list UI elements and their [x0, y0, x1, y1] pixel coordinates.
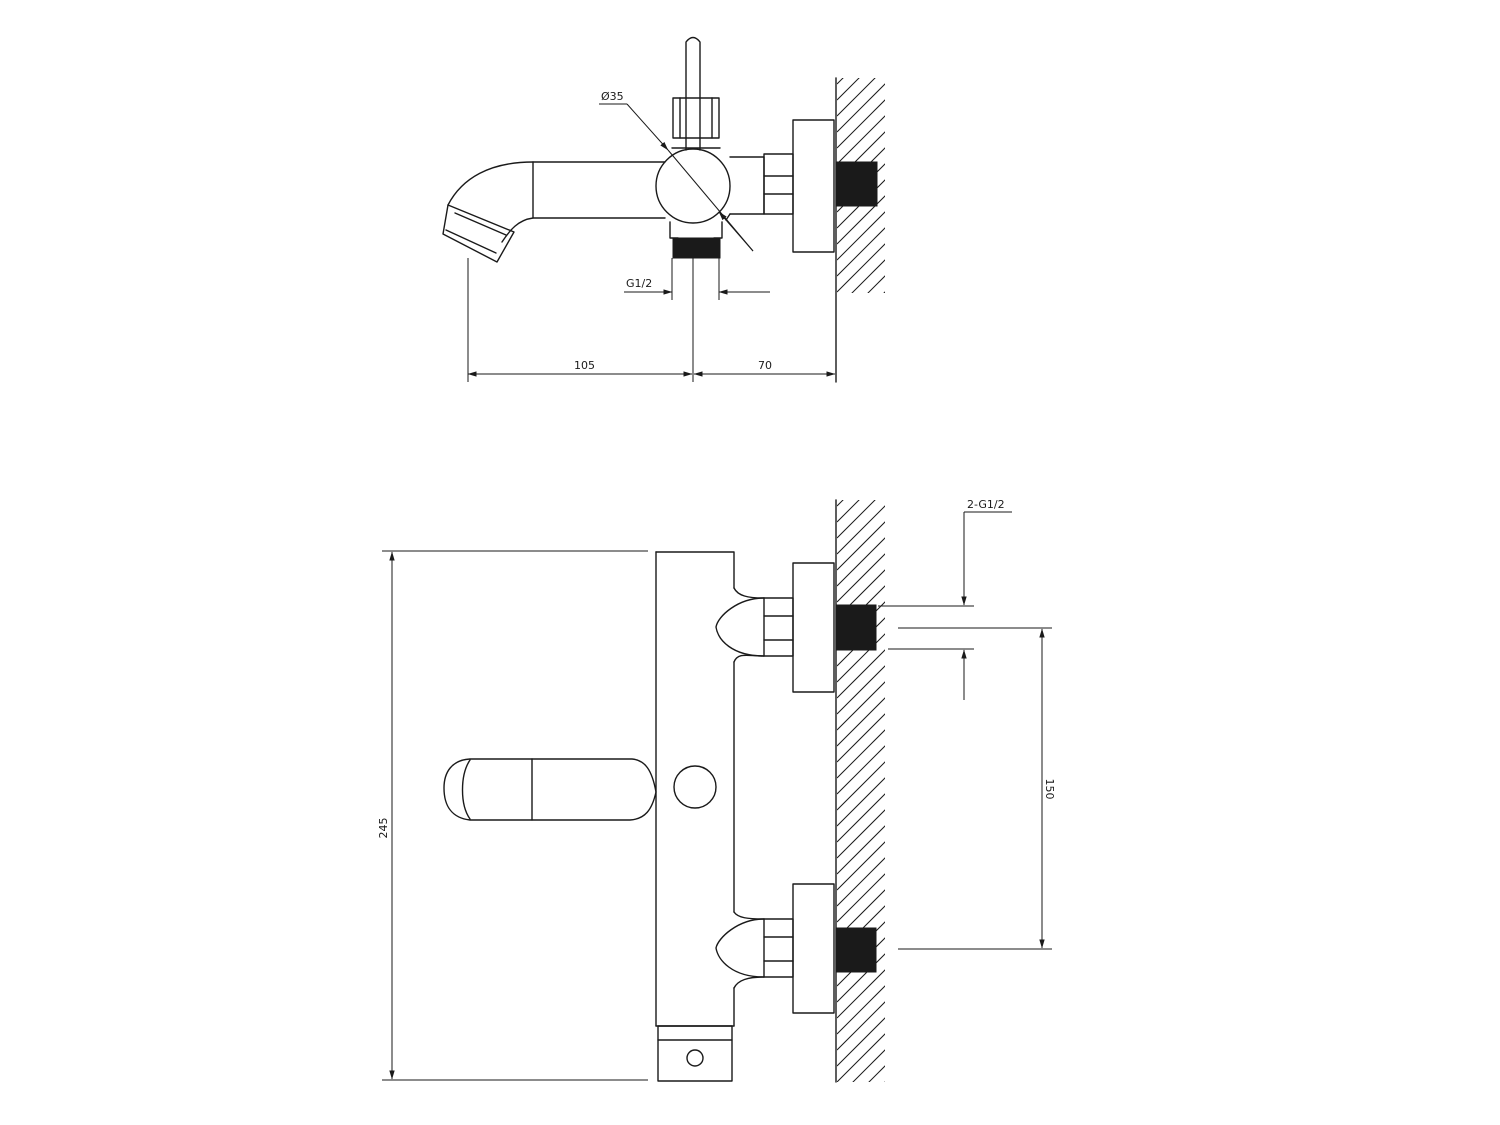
wall-hatch-line — [837, 665, 885, 715]
wall-flange-lower — [763, 883, 835, 1014]
wall-hatch-line — [837, 729, 885, 779]
wall-hatch-line — [837, 969, 885, 1019]
wall-hatch-line — [837, 505, 885, 555]
wall-hatch-line — [837, 713, 885, 763]
wall-hatch-line — [837, 521, 885, 571]
outlet-thread-top — [669, 221, 723, 259]
wall-thread-top — [836, 161, 878, 207]
wall-hatch-line — [837, 78, 876, 117]
wall-hatch-line — [867, 275, 885, 293]
wall-flange-upper — [763, 562, 835, 693]
wall-hatch-line — [837, 777, 885, 827]
wall-hatch-line — [837, 649, 885, 699]
eccentric-arm-lower — [715, 911, 765, 989]
bottom-cap — [657, 1025, 733, 1082]
wall-front-view — [835, 440, 887, 1125]
wall-hatch-line — [837, 1112, 887, 1125]
wall-thread-upper — [836, 604, 877, 651]
wall-hatch-line — [837, 1033, 885, 1082]
inlet-spacing-label: 150 — [1043, 779, 1056, 800]
wall-offset-label: 70 — [758, 359, 772, 372]
wall-hatch-line — [837, 115, 885, 165]
wall-hatch-line — [837, 697, 885, 747]
spout-length-label: 105 — [574, 359, 595, 372]
thread-dimension: G1/2 — [624, 258, 770, 300]
wall-hatch-line — [837, 633, 885, 683]
wall-hatch-line — [837, 78, 844, 85]
wall-hatch-line — [837, 78, 860, 101]
front-view: 245 150 2-G1/2 — [377, 440, 1056, 1125]
thread-label: G1/2 — [626, 277, 652, 290]
wall-hatch-line — [837, 83, 885, 133]
lever-handle-top — [671, 36, 721, 151]
diameter-dimension: Ø35 — [599, 90, 754, 252]
wall-hatch-line — [837, 1017, 885, 1067]
wall-hatch-line — [837, 500, 860, 523]
wall-hatch-line — [852, 1049, 885, 1082]
height-dimension: 245 — [377, 550, 648, 1081]
wall-hatch-line — [837, 322, 887, 372]
wall-flange-top — [792, 119, 835, 253]
mixer-body-front — [655, 551, 735, 1027]
wall-hatch-line — [837, 825, 885, 875]
inlet-thread-label: 2-G1/2 — [967, 498, 1005, 511]
wall-hatch-line — [837, 306, 887, 356]
wall-hatch-line — [884, 1081, 885, 1082]
inlet-spacing-dimension: 150 — [898, 627, 1056, 950]
wall-hatch-line — [883, 291, 885, 293]
inlet-thread-dimension: 2-G1/2 — [878, 498, 1012, 700]
wall-hatch-line — [837, 227, 885, 277]
wall-thread-lower — [836, 927, 877, 973]
control-knob[interactable] — [673, 765, 717, 809]
eccentric-arm-upper — [715, 587, 765, 663]
wall-hatch-line — [837, 440, 887, 490]
connector-nut-top — [763, 153, 794, 215]
wall-hatch-line — [837, 841, 885, 891]
wall-hatch-line — [837, 809, 885, 859]
wall-hatch-line — [837, 857, 885, 907]
wall-hatch-line — [837, 985, 885, 1035]
wall-hatch-line — [837, 99, 885, 149]
wall-hatch-line — [851, 259, 885, 293]
diameter-label: Ø35 — [601, 90, 624, 103]
wall-hatch-line — [837, 761, 885, 811]
height-label: 245 — [377, 818, 390, 839]
wall-hatch-line — [837, 681, 885, 731]
wall-hatch-line — [837, 873, 885, 923]
wall-hatch-line — [837, 953, 885, 1003]
body-arm-top — [725, 156, 765, 221]
wall-hatch-line — [837, 793, 885, 843]
top-view: Ø35 G1/2 105 70 — [442, 18, 887, 388]
wall-hatch-line — [837, 338, 887, 388]
length-dimensions: 105 70 — [467, 258, 836, 382]
wall-hatch-line — [868, 1065, 885, 1082]
spout-top — [442, 161, 666, 263]
mixer-body-top — [655, 148, 731, 224]
spout-front — [443, 758, 657, 821]
wall-hatch-line — [837, 211, 885, 261]
wall-hatch-line — [837, 195, 885, 245]
wall-hatch-line — [837, 243, 885, 293]
wall-hatch-line — [837, 500, 844, 507]
wall-hatch-line — [837, 1096, 887, 1125]
wall-hatch-line — [837, 553, 885, 603]
wall-hatch-line — [837, 537, 885, 587]
wall-hatch-line — [837, 1001, 885, 1051]
wall-hatch-line — [837, 745, 885, 795]
wall-hatch-line — [837, 500, 876, 539]
wall-hatch-line — [837, 18, 887, 68]
